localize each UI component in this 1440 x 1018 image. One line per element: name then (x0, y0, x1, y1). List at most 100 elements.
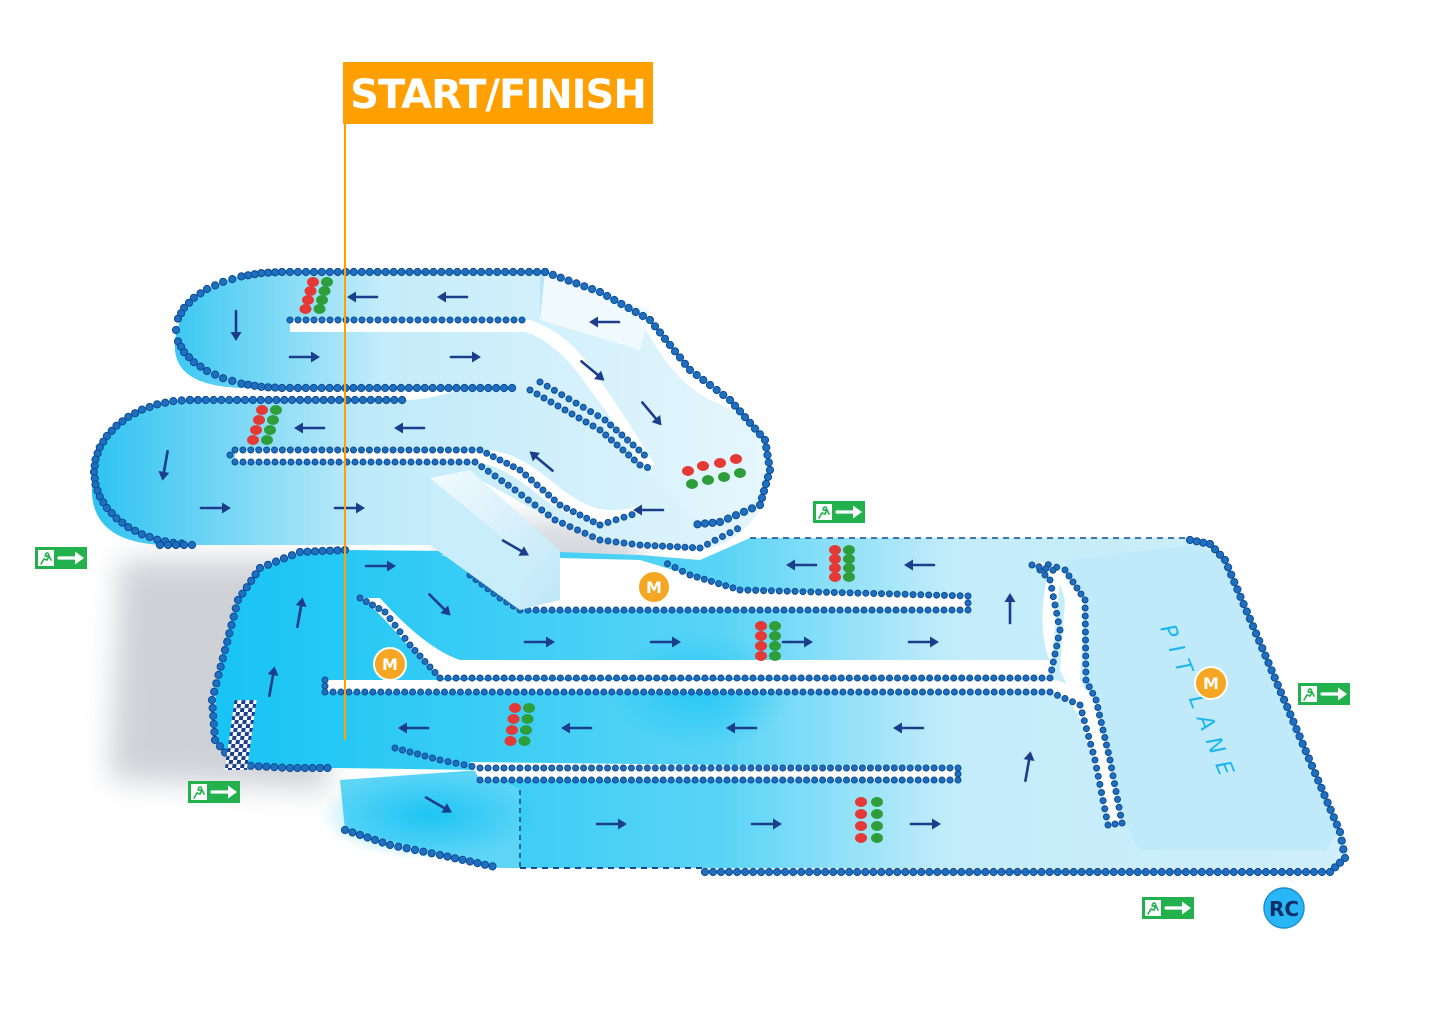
direction-arrow-icon (449, 351, 481, 363)
barrier-tyre (548, 674, 556, 682)
barrier-tyre (589, 422, 597, 430)
barrier-tyre (321, 682, 329, 690)
barrier-tyre (1102, 813, 1110, 821)
barrier-tyre (1277, 867, 1287, 877)
barrier-tyre (509, 463, 517, 471)
barrier-tyre (333, 267, 342, 277)
barrier-tyre (730, 401, 740, 410)
barrier-tyre (596, 536, 604, 544)
barrier-tyre (973, 867, 982, 877)
emergency-exit-sign (35, 547, 87, 569)
direction-arrow-icon (561, 722, 593, 734)
barrier-tyre (345, 688, 353, 696)
barrier-tyre (287, 551, 297, 560)
barrier-tyre (719, 390, 728, 400)
barrier-tyre (680, 688, 687, 696)
barrier-tyre (413, 446, 421, 454)
barrier-tyre (365, 267, 374, 277)
barrier-tyre (429, 446, 437, 454)
barrier-tyre (102, 431, 112, 441)
barrier-tyre (527, 476, 535, 484)
red-light-icon (855, 797, 867, 807)
green-light-icon (261, 435, 273, 445)
barrier-tyre (413, 267, 422, 277)
barrier-tyre (1081, 628, 1089, 636)
barrier-tyre (401, 634, 409, 642)
barrier-tyre (795, 776, 803, 784)
barrier-tyre (389, 267, 398, 277)
barrier-tyre (1261, 867, 1271, 877)
barrier-tyre (938, 764, 946, 772)
barrier-tyre (745, 418, 755, 427)
barrier-tyre (627, 764, 635, 772)
barrier-tyre (612, 538, 620, 546)
start-finish-marker: START/FINISH (224, 62, 653, 770)
direction-arrow-icon (501, 539, 529, 556)
barrier-tyre (799, 588, 807, 596)
barrier-tyre (667, 764, 675, 772)
barrier-tyre (731, 511, 741, 520)
barrier-tyre (885, 590, 893, 598)
barrier-tyre (1242, 607, 1251, 616)
barrier-tyre (628, 540, 636, 548)
barrier-tyre (463, 458, 471, 466)
barrier-tyre (566, 523, 574, 531)
direction-arrow-icon (295, 597, 307, 629)
barrier-tyre (640, 688, 648, 696)
barrier-tyre (749, 674, 757, 682)
barrier-tyre (286, 316, 294, 324)
barrier-tyre (847, 688, 855, 696)
barrier-tyre (349, 267, 358, 277)
green-light-icon (521, 714, 534, 724)
barrier-tyre (712, 385, 721, 395)
barrier-tyre (374, 395, 383, 405)
barrier-tyre (871, 688, 879, 696)
barrier-tyre (725, 674, 733, 682)
barrier-tyre (787, 764, 795, 772)
barrier-tyre (1098, 789, 1105, 796)
barrier-tyre (1082, 676, 1090, 684)
barrier-tyre (358, 395, 367, 405)
barrier-tyre (491, 472, 499, 480)
barrier-tyre (1253, 867, 1263, 877)
barrier-tyre (775, 587, 783, 595)
barrier-tyre (250, 270, 259, 279)
barrier-tyre (1111, 780, 1118, 788)
direction-arrow-icon (347, 291, 379, 303)
barrier-tyre (124, 412, 133, 421)
barrier-tyre (700, 575, 708, 583)
barrier-tyre (964, 592, 972, 600)
barrier-tyre (420, 383, 429, 393)
barrier-tyre (303, 458, 311, 466)
barrier-tyre (1149, 867, 1158, 877)
barrier-tyre (956, 606, 964, 614)
direction-arrow-icon (580, 360, 605, 381)
barrier-tyre (492, 776, 500, 784)
barrier-tyre (813, 867, 822, 877)
barrier-tyre (484, 383, 493, 393)
barrier-tyre (893, 867, 902, 877)
barrier-tyre (1073, 584, 1081, 592)
barrier-tyre (381, 383, 390, 393)
signal-light-cluster (247, 405, 282, 445)
barrier-tyre (500, 764, 508, 772)
barrier-tyre (1087, 740, 1095, 748)
emergency-exit-sign (1298, 683, 1350, 705)
barrier-tyre (660, 606, 668, 614)
barrier-tyre (112, 421, 121, 430)
barrier-tyre (155, 540, 165, 550)
barrier-tyre (564, 606, 572, 614)
barrier-tyre (854, 589, 862, 597)
red-light-icon (506, 725, 518, 735)
barrier-tyre (301, 267, 310, 277)
barrier-tyre (887, 688, 895, 696)
barrier-tyre (238, 589, 247, 598)
barrier-tyre (397, 446, 405, 454)
barrier-tyre (898, 764, 906, 772)
barrier-tyre (765, 465, 775, 475)
barrier-tyre (421, 267, 430, 277)
race-control-label: RC (1269, 897, 1299, 921)
barrier-tyre (858, 776, 866, 784)
barrier-tyre (692, 370, 701, 380)
barrier-tyre (866, 776, 874, 784)
